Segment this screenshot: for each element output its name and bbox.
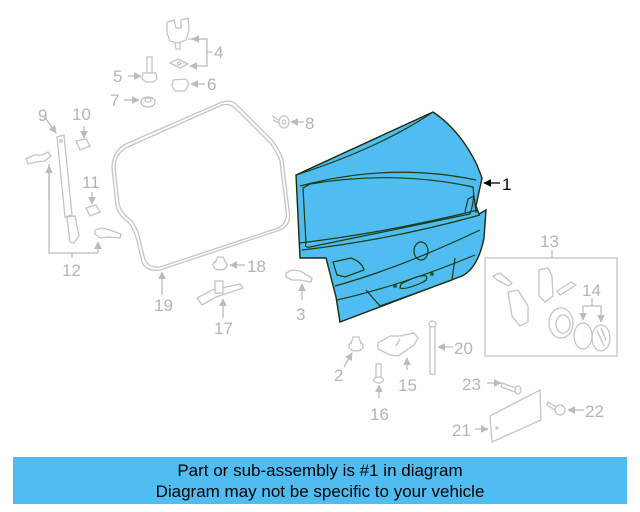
callout-4: 4	[214, 43, 223, 62]
part-2-nut[interactable]	[343, 336, 364, 368]
part-23-bolt[interactable]	[487, 379, 522, 395]
callout-19: 19	[154, 296, 173, 315]
part-19-weatherstrip[interactable]	[111, 100, 291, 295]
callout-9: 9	[38, 106, 47, 125]
part-18-nut[interactable]	[212, 256, 245, 271]
part-10-clip[interactable]	[75, 126, 91, 151]
part-3-ball-stud[interactable]	[285, 269, 313, 300]
callout-6: 6	[207, 75, 216, 94]
part-11-clip[interactable]	[85, 192, 101, 217]
callout-14: 14	[582, 281, 601, 300]
part-20-rod[interactable]	[428, 320, 453, 375]
callout-17: 17	[214, 319, 233, 338]
callout-11: 11	[82, 173, 100, 192]
callout-8: 8	[305, 114, 314, 133]
banner-line-1: Part or sub-assembly is #1 in diagram	[177, 461, 463, 480]
info-banner: Part or sub-assembly is #1 in diagram Di…	[13, 457, 627, 504]
callout-16: 16	[370, 405, 389, 424]
callout-1[interactable]: 1	[502, 175, 511, 194]
callout-23: 23	[462, 375, 481, 394]
callout-15: 15	[398, 376, 417, 395]
callout-7: 7	[110, 91, 119, 110]
part-1-liftgate[interactable]	[295, 111, 487, 323]
callout-20: 20	[454, 339, 473, 358]
part-9-strut[interactable]	[43, 115, 80, 244]
callout-10: 10	[72, 105, 91, 124]
callout-2: 2	[334, 366, 343, 385]
callout-3: 3	[296, 305, 305, 324]
part-7-grommet[interactable]	[124, 96, 156, 108]
part-8-pin[interactable]	[271, 115, 304, 129]
parts-diagram: 4 5 6 7 8 19 9	[25, 17, 618, 443]
callout-22: 22	[585, 402, 604, 421]
part-6-clip[interactable]	[171, 78, 205, 92]
part-16-bolt[interactable]	[372, 363, 385, 398]
part-22-screw[interactable]	[546, 401, 584, 416]
part-15-bracket[interactable]	[377, 332, 419, 370]
part-4-bracket[interactable]	[166, 17, 212, 70]
callout-21: 21	[452, 421, 471, 440]
part-21-plate[interactable]	[475, 388, 542, 443]
part-13-lock-assembly[interactable]	[484, 250, 618, 357]
part-5-bolt[interactable]	[128, 56, 158, 83]
callout-18: 18	[247, 257, 266, 276]
callout-13: 13	[540, 232, 559, 251]
callout-5: 5	[113, 67, 122, 86]
part-17-bracket[interactable]	[196, 280, 245, 318]
banner-line-2: Diagram may not be specific to your vehi…	[155, 482, 485, 501]
callout-12: 12	[62, 261, 81, 280]
part-12-ball-stud[interactable]	[25, 151, 122, 258]
